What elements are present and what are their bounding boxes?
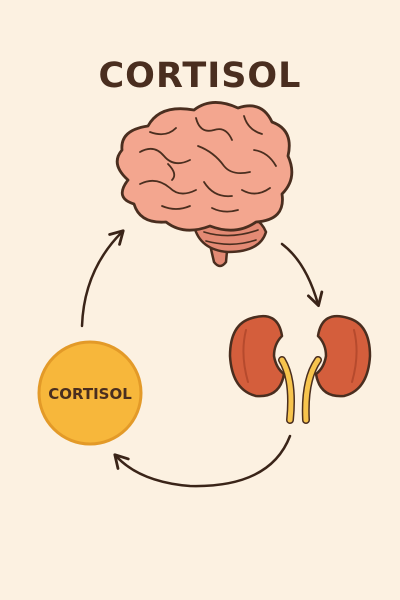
brain-cerebrum: [115, 101, 294, 232]
kidney-right: [314, 314, 372, 398]
brain-icon: [115, 101, 294, 268]
kidney-left: [228, 314, 286, 398]
cortisol-circle: [37, 340, 143, 446]
arrow-kidneys-to-cortisol: [113, 434, 292, 488]
page-title: CORTISOL: [98, 56, 302, 96]
brain-folds: [139, 115, 277, 213]
arrow-cortisol-to-brain: [80, 229, 125, 328]
arrow-brain-to-kidneys: [280, 242, 324, 308]
cortisol-label: CORTISOL: [48, 385, 132, 403]
cortisol-node: CORTISOL: [37, 340, 143, 446]
kidneys-adrenal-icon: [228, 314, 372, 424]
